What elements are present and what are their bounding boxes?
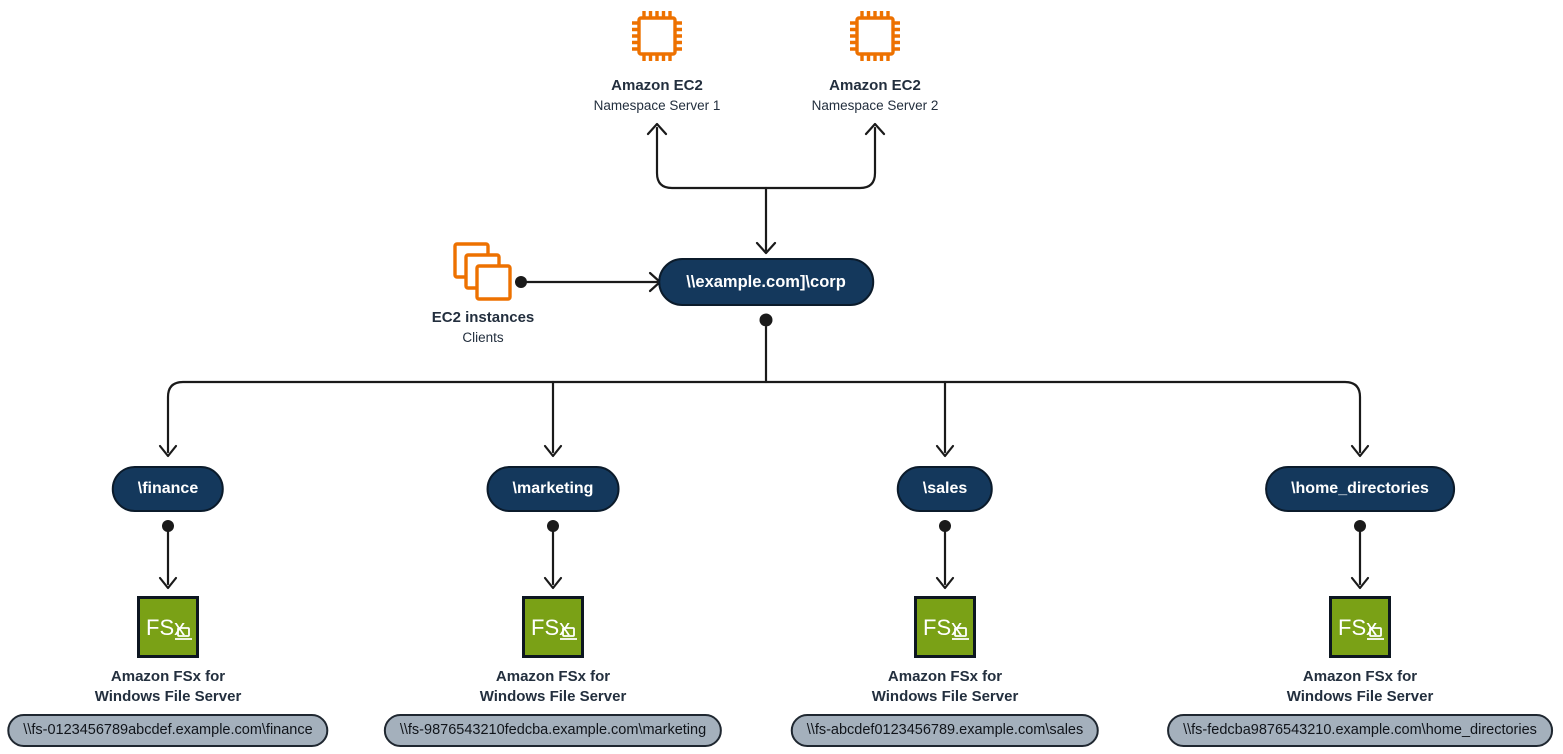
share-pill-sales: \sales (896, 466, 994, 512)
fsx-label-home-directories: Amazon FSx for Windows File Server (1287, 667, 1434, 707)
fsx-label-sales: Amazon FSx for Windows File Server (872, 667, 1019, 707)
fsx-subtitle: Windows File Server (94, 688, 242, 705)
namespace-server-1-title: Amazon EC2 (611, 77, 703, 94)
unc-path-home-directories: \\fs-fedcba9876543210.example.com\home_d… (1167, 714, 1553, 747)
unc-path-sales: \\fs-abcdef0123456789.example.com\sales (790, 714, 1100, 747)
clients-title: EC2 instances (431, 309, 535, 326)
ec2-instances-clients: EC2 instances Clients (432, 308, 535, 347)
fsx-windows-file-server-icon: FSx (137, 596, 199, 663)
fsx-title: Amazon FSx for (887, 668, 1003, 685)
namespace-server-1-subtitle: Namespace Server 1 (593, 98, 721, 113)
fsx-title: Amazon FSx for (110, 668, 226, 685)
ec2-instances-icon (452, 241, 514, 308)
fsx-subtitle: Windows File Server (1286, 688, 1434, 705)
fsx-label-finance: Amazon FSx for Windows File Server (95, 667, 242, 707)
share-pill-finance: \finance (111, 466, 225, 512)
ec2-chip-icon (629, 8, 685, 69)
namespace-server-1: Amazon EC2 Namespace Server 1 (594, 76, 721, 115)
namespace-server-2-title: Amazon EC2 (829, 77, 921, 94)
share-pill-home-directories: \home_directories (1265, 466, 1455, 512)
fsx-subtitle: Windows File Server (479, 688, 627, 705)
fsx-label-marketing: Amazon FSx for Windows File Server (480, 667, 627, 707)
namespace-server-2-subtitle: Namespace Server 2 (811, 98, 939, 113)
fsx-title: Amazon FSx for (495, 668, 611, 685)
fsx-windows-file-server-icon: FSx (522, 596, 584, 663)
fsx-windows-file-server-icon: FSx (1329, 596, 1391, 663)
fsx-subtitle: Windows File Server (871, 688, 1019, 705)
share-pill-marketing: \marketing (486, 466, 620, 512)
fsx-title: Amazon FSx for (1302, 668, 1418, 685)
clients-subtitle: Clients (462, 330, 504, 345)
namespace-root-pill: \\example.com]\corp (658, 258, 874, 306)
fsx-windows-file-server-icon: FSx (914, 596, 976, 663)
unc-path-finance: \\fs-0123456789abcdef.example.com\financ… (7, 714, 329, 747)
namespace-server-2: Amazon EC2 Namespace Server 2 (812, 76, 939, 115)
unc-path-marketing: \\fs-9876543210fedcba.example.com\market… (383, 714, 723, 747)
ec2-chip-icon (847, 8, 903, 69)
